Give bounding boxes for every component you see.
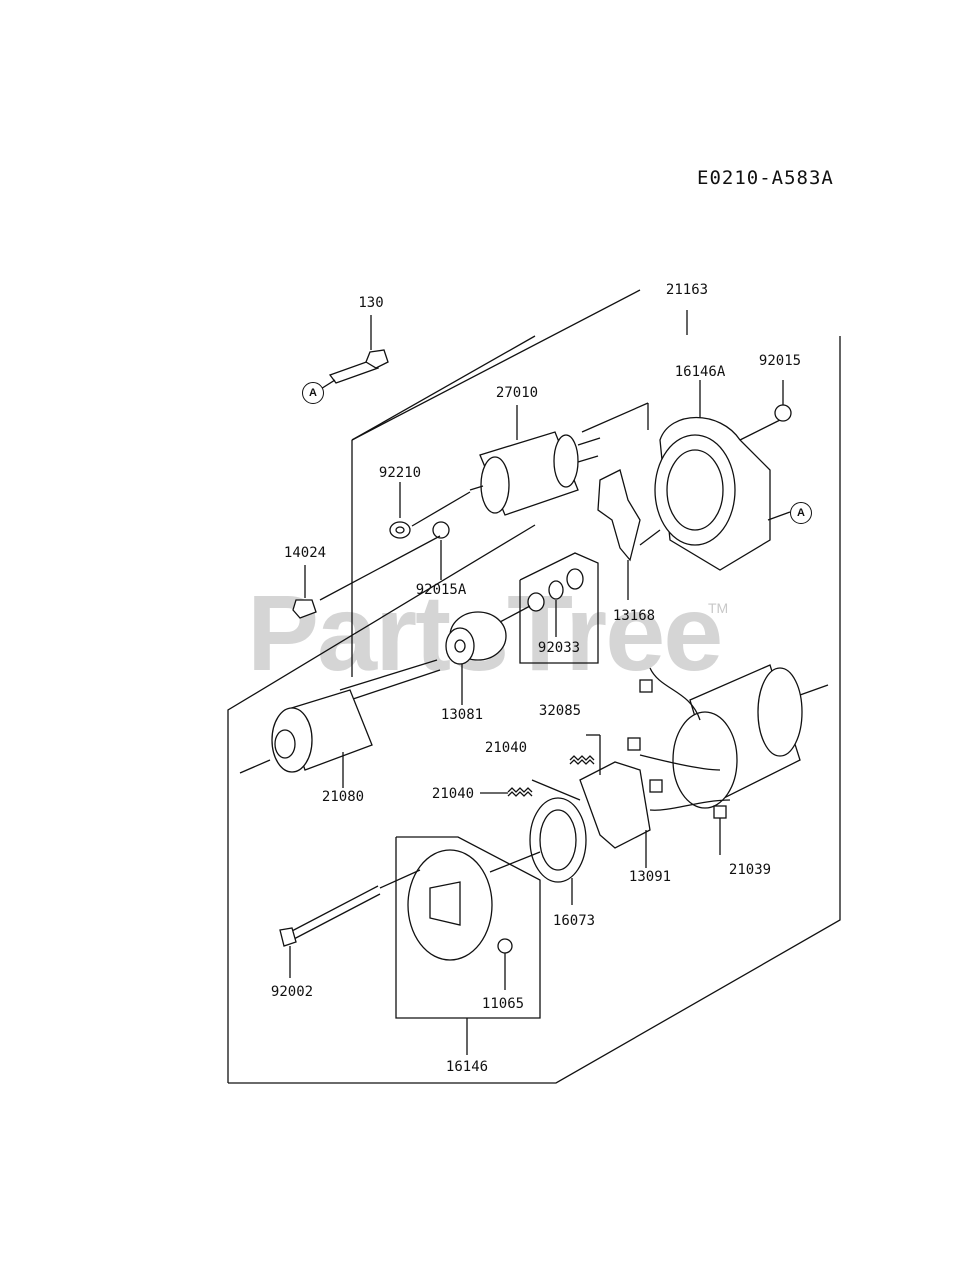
label-92210: 92210 xyxy=(378,465,422,481)
housing-16146A xyxy=(639,380,792,571)
spring-21040-upper xyxy=(569,734,601,775)
lever-13168 xyxy=(597,469,641,600)
label-11065: 11065 xyxy=(481,996,525,1012)
brush-holder-13091 xyxy=(579,761,651,868)
spring-21040-lower xyxy=(480,779,581,801)
label-16146A: 16146A xyxy=(674,364,726,380)
label-21080: 21080 xyxy=(321,789,365,805)
end-cover-16146 xyxy=(395,836,541,1055)
label-13168: 13168 xyxy=(612,608,656,624)
reference-mark-a-right: A xyxy=(790,502,812,524)
trademark: TM xyxy=(708,600,729,616)
plate-16073 xyxy=(489,797,587,905)
label-92015A: 92015A xyxy=(415,582,467,598)
label-13081: 13081 xyxy=(440,707,484,723)
pinion-13081 xyxy=(445,605,531,705)
bolt-130 xyxy=(315,315,389,393)
nut-92015A xyxy=(432,521,450,580)
label-92033: 92033 xyxy=(537,640,581,656)
nut-92210 xyxy=(389,482,471,539)
label-32085: 32085 xyxy=(538,703,582,719)
label-92002: 92002 xyxy=(270,984,314,1000)
label-21039: 21039 xyxy=(728,862,772,878)
label-16073: 16073 xyxy=(552,913,596,929)
bolt-92002 xyxy=(279,869,421,978)
label-14024: 14024 xyxy=(283,545,327,561)
label-21163: 21163 xyxy=(665,282,709,298)
label-21040-lower: 21040 xyxy=(431,786,475,802)
armature-21080 xyxy=(239,659,441,788)
diagram-code: E0210-A583A xyxy=(697,167,834,189)
solenoid-27010 xyxy=(469,402,649,516)
label-13091: 13091 xyxy=(628,869,672,885)
label-92015: 92015 xyxy=(758,353,802,369)
assembly-frame xyxy=(227,289,841,1084)
cap-14024 xyxy=(292,535,441,619)
washer-group-92033 xyxy=(519,552,599,664)
reference-mark-a-left: A xyxy=(302,382,324,404)
label-130: 130 xyxy=(358,295,384,311)
label-27010: 27010 xyxy=(495,385,539,401)
label-16146: 16146 xyxy=(445,1059,489,1075)
yoke-21039 xyxy=(627,664,829,855)
label-21040-upper: 21040 xyxy=(484,740,528,756)
